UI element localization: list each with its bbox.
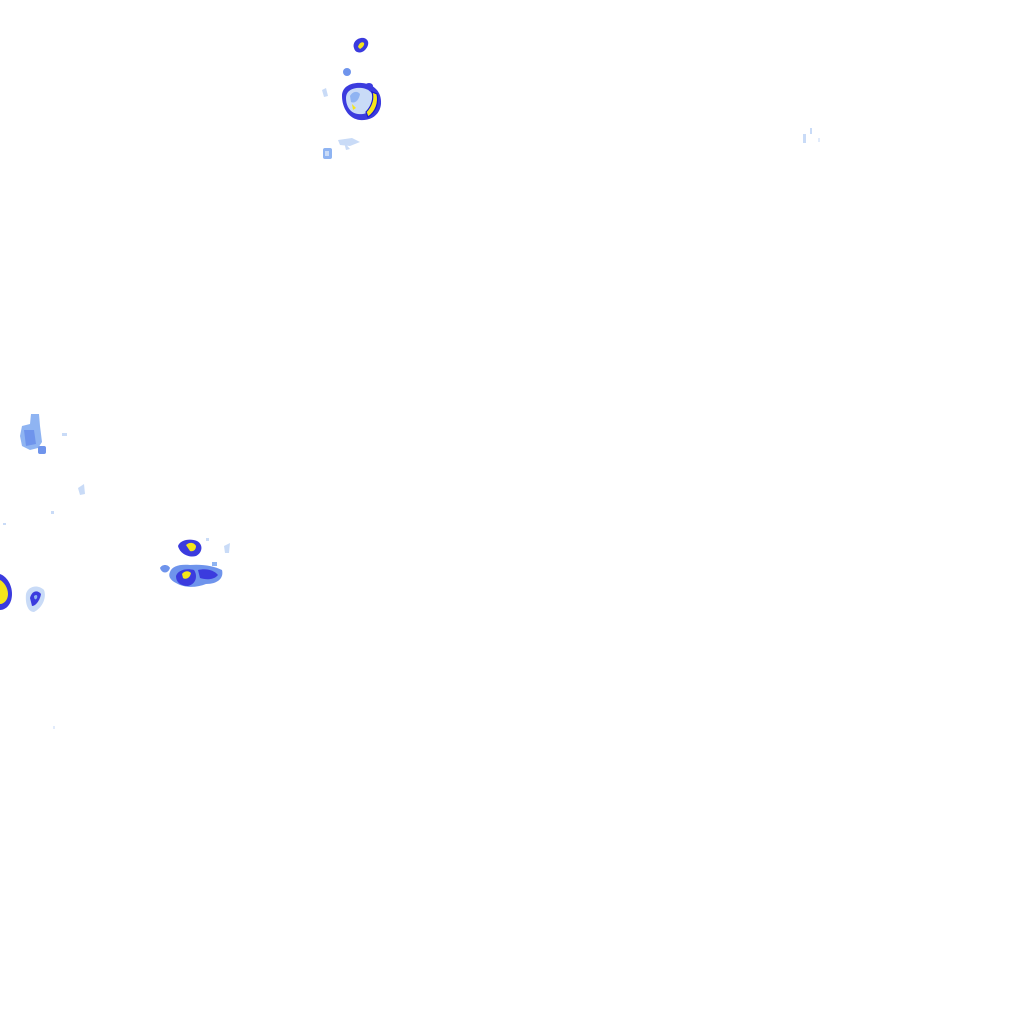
precip-cell-west-small <box>25 586 45 612</box>
precip-faint-east <box>803 128 820 143</box>
precip-faint-specks-west <box>3 484 85 729</box>
precip-cell-central-lower <box>160 562 223 587</box>
precip-cell-west-light <box>20 414 67 454</box>
precip-cell-north-main <box>342 82 382 121</box>
precip-cell-west-edge-heavy <box>0 574 12 610</box>
precip-cell-central-upper <box>178 538 230 557</box>
precip-faint-south-west <box>323 138 360 159</box>
precip-speck-north <box>343 68 351 76</box>
precip-faint-west <box>322 88 328 97</box>
precip-cell-north-hook <box>353 37 369 53</box>
